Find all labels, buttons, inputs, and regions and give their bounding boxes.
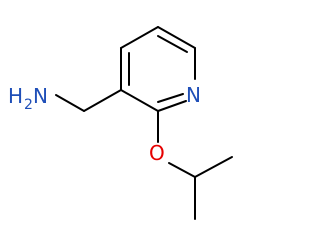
ring-nitrogen-label: N [186,83,201,107]
molecule-structure-diagram: H 2 N N O [8,26,233,220]
amine-subscript-label: 2 [24,97,33,113]
amine-n-label: N [33,84,48,108]
bond-ch2-n [55,94,85,112]
bond-c5-c6 [157,26,196,49]
bond-o-ch [168,162,196,178]
bond-c2-c3 [120,89,159,112]
double-bond-n-c2 [157,93,184,103]
bond-n-c2 [157,100,187,112]
pyridine-ring [120,26,196,112]
atom-labels: H 2 N N O [8,83,201,165]
bond-ch-ch3-top [194,156,233,178]
amine-h-label: H [8,84,23,108]
bond-c3-ch2 [83,89,122,112]
double-bond-c5-c6 [157,35,188,53]
bond-c4-c5 [120,26,159,49]
aminomethyl-group [55,89,122,112]
oxygen-label: O [149,141,165,165]
isopropoxy-group [157,110,233,220]
